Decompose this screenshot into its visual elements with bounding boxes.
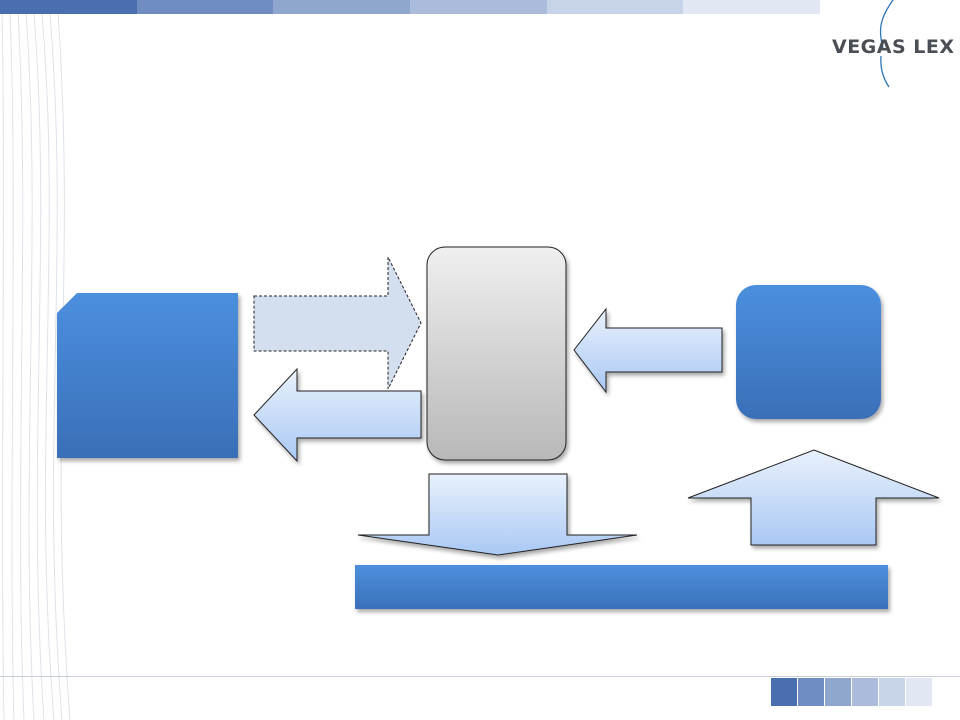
bottom-color-squares [771,678,933,706]
arrow-center-to-left [253,367,422,463]
top-bar-segment [546,0,684,14]
arrow-left-to-center [253,256,422,390]
bottom-square [798,678,824,706]
arrow-right-to-center [573,307,723,394]
top-bar-segment [273,0,411,14]
top-color-bar [0,0,821,14]
top-bar-segment [136,0,274,14]
left-block [57,293,238,458]
bottom-square [852,678,878,706]
arrow-bottom-to-right [687,449,940,546]
bottom-square [879,678,905,706]
bottom-square [906,678,932,706]
top-bar-segment [683,0,821,14]
bottom-square [771,678,797,706]
arrow-center-to-bottom [357,473,638,556]
center-block [426,246,567,461]
logo-text: VEGAS LEX [832,36,955,58]
logo-mark [879,0,894,88]
footer-divider [0,676,960,677]
top-bar-segment [0,0,137,14]
bottom-square [825,678,851,706]
right-block [736,285,881,419]
bottom-bar [355,565,888,609]
top-bar-segment [410,0,547,14]
